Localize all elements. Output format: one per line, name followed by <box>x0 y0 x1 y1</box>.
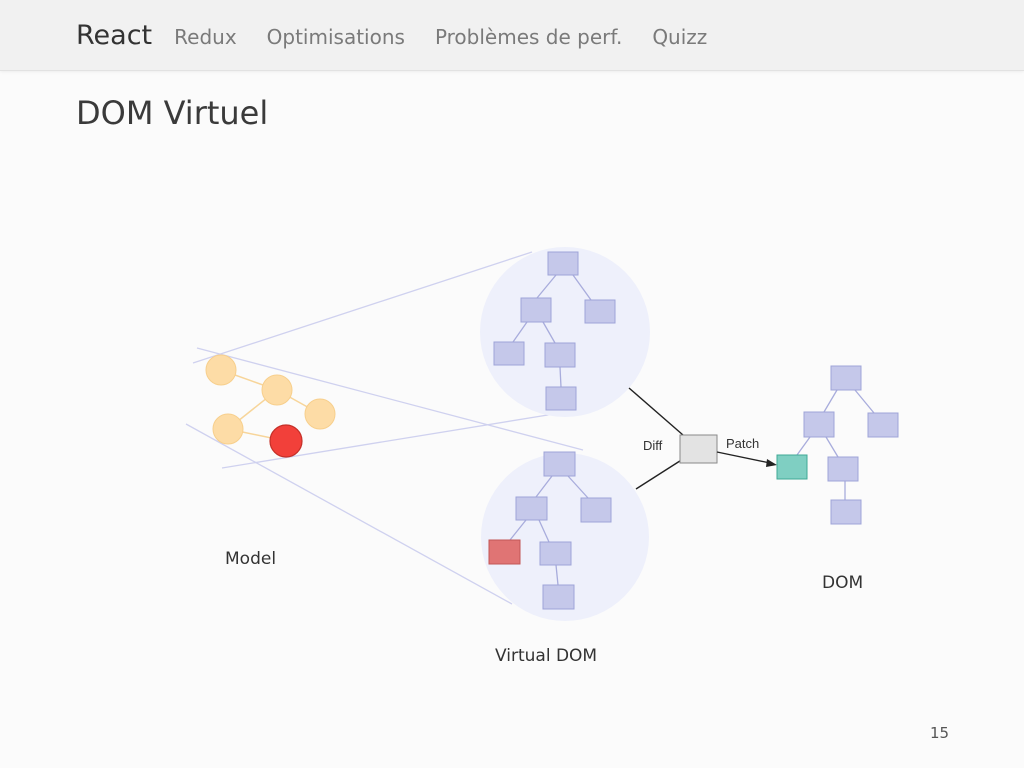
vnode <box>542 584 575 610</box>
dom-node <box>827 456 859 482</box>
dom-node <box>830 365 862 391</box>
virtual-dom-bubble-before <box>480 247 650 417</box>
dom-node <box>867 412 899 438</box>
virtual-dom-before-edges <box>512 274 592 388</box>
model-node <box>212 413 244 445</box>
dom-node <box>830 499 862 525</box>
vnode <box>539 541 572 566</box>
nav-item-quizz[interactable]: Quizz <box>652 25 708 49</box>
slide-title: DOM Virtuel <box>76 94 269 132</box>
virtual-dom-after-edges <box>509 475 589 586</box>
vnode <box>543 451 576 477</box>
vnode <box>493 341 525 366</box>
vnode-changed <box>488 539 521 565</box>
vnode <box>545 386 577 411</box>
section-nav: React Redux Optimisations Problèmes de p… <box>76 20 737 51</box>
virtual-dom-before-tree <box>493 251 616 411</box>
diff-connector <box>628 387 684 436</box>
diff-label: Diff <box>643 438 663 453</box>
nav-item-problemes-de-perf[interactable]: Problèmes de perf. <box>434 25 623 49</box>
diff-box <box>679 434 718 464</box>
nav-item-optimisations[interactable]: Optimisations <box>266 25 405 49</box>
projection-line <box>185 423 513 605</box>
patch-arrow-head <box>766 459 777 467</box>
vnode <box>547 251 579 276</box>
model-graph <box>205 354 336 458</box>
dom-tree <box>776 365 899 525</box>
diff-connector <box>635 458 684 490</box>
dom-label: DOM <box>822 573 864 593</box>
nav-item-redux[interactable]: Redux <box>174 25 237 49</box>
page-number: 15 <box>930 724 950 742</box>
dom-edges <box>796 389 875 500</box>
vnode <box>515 496 548 521</box>
model-node <box>304 398 336 430</box>
virtual-dom-label: Virtual DOM <box>495 646 598 666</box>
model-node <box>261 374 293 406</box>
vnode <box>544 342 576 368</box>
model-node-changed <box>269 424 303 458</box>
nav-item-react[interactable]: React <box>76 20 153 51</box>
patch-arrow <box>716 451 771 464</box>
vnode <box>580 497 612 523</box>
projection-line <box>192 251 533 364</box>
top-navigation-bar: React Redux Optimisations Problèmes de p… <box>0 0 1024 71</box>
model-label: Model <box>225 549 277 569</box>
projection-line <box>196 347 584 451</box>
vnode <box>520 297 552 323</box>
virtual-dom-bubble-after <box>481 453 649 621</box>
patch-label: Patch <box>726 436 760 451</box>
vnode <box>584 299 616 324</box>
dom-node <box>803 411 835 438</box>
dom-node-patched <box>776 454 808 480</box>
virtual-dom-after-tree <box>488 451 612 610</box>
projection-line <box>221 412 561 469</box>
model-node <box>205 354 237 386</box>
